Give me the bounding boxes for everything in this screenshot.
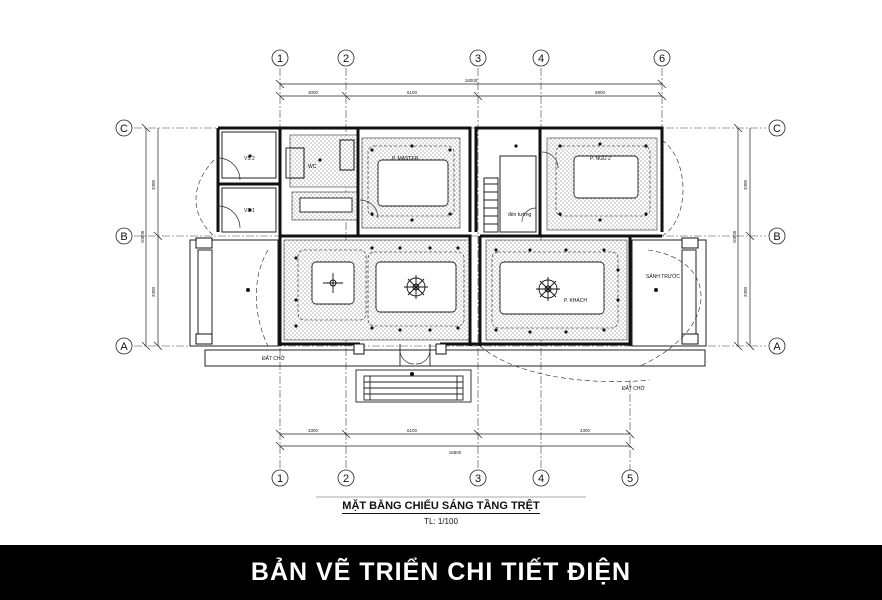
axis-bubble-left-a [115, 337, 133, 355]
wiring-arcs [195, 139, 702, 382]
axis-label-top-2: 2 [343, 53, 349, 65]
dim-bottom-2: 6100 [407, 428, 418, 433]
axis-label-bottom-3: 3 [475, 473, 481, 485]
axis-label-bottom-4: 4 [538, 473, 544, 485]
axis-label-top-1: 1 [277, 53, 283, 65]
dim-right-2: 3300 [743, 286, 748, 297]
caption-banner: BẢN VẼ TRIỂN CHI TIẾT ĐIỆN [0, 545, 882, 600]
dim-top-2: 6100 [407, 90, 418, 95]
floor-plan-drawing: 3000 6100 5800 18000 3300 6100 4300 1680… [0, 49, 882, 526]
drawing-scale: TL: 1/100 [424, 517, 458, 526]
axis-bubble-top-3 [469, 49, 487, 67]
chandelier-living-icon [404, 275, 428, 299]
axis-bubble-top-4 [532, 49, 550, 67]
axis-label-bottom-5: 5 [627, 473, 633, 485]
axis-bubble-top-2 [337, 49, 355, 67]
room-label-dat-cho-right: ĐẤT CHỜ [622, 385, 646, 392]
downlights [246, 142, 658, 376]
dim-bottom-3: 4300 [580, 428, 591, 433]
axis-label-left-a: A [120, 341, 128, 353]
room-label-vs1: VS 1 [244, 208, 255, 214]
axis-bubble-bottom-4 [532, 469, 550, 487]
axis-bubble-right-c [768, 119, 786, 137]
drawing-title: MẶT BẰNG CHIẾU SÁNG TẦNG TRỆT [0, 500, 882, 514]
axis-bubble-bottom-5 [621, 469, 639, 487]
axis-bubble-right-a [768, 337, 786, 355]
ceiling-fan-icon [323, 273, 343, 293]
room-label-p-master: P. MASTER [392, 156, 419, 162]
axis-bubble-left-b [115, 227, 133, 245]
drawing-title-text: MẶT BẰNG CHIẾU SÁNG TẦNG TRỆT [342, 500, 540, 514]
ceiling-panels [299, 155, 639, 315]
axis-bubble-top-6 [653, 49, 671, 67]
walls [216, 126, 664, 346]
room-label-p-ngu2: P. NGỦ 2 [590, 155, 611, 162]
axis-label-top-4: 4 [538, 53, 544, 65]
axis-label-right-c: C [773, 123, 781, 135]
axis-bubbles [115, 49, 786, 487]
axis-label-top-6: 6 [659, 53, 665, 65]
axis-label-bottom-2: 2 [343, 473, 349, 485]
room-label-sanh-truoc: SẢNH TRƯỚC [646, 273, 680, 280]
dim-bottom-total: 16800 [449, 450, 462, 455]
dim-right-1: 3300 [743, 179, 748, 190]
axis-label-right-a: A [773, 341, 781, 353]
dim-left-total: 10600 [140, 230, 145, 243]
dim-top-total: 18000 [465, 78, 478, 83]
chandelier-guest-icon [536, 277, 560, 301]
door-swings [217, 151, 559, 365]
room-label-dat-cho-left: ĐẤT CHỜ [262, 355, 286, 362]
chandelier-icons [323, 273, 560, 301]
entrance-steps [355, 344, 472, 403]
room-label-wall-light: đèn tường [508, 212, 532, 218]
axis-label-left-b: B [120, 231, 127, 243]
axis-label-right-b: B [773, 231, 780, 243]
dim-bottom-1: 3300 [308, 428, 319, 433]
column-pieces [195, 237, 699, 355]
axis-label-left-c: C [120, 123, 128, 135]
dim-right-total: 10600 [732, 230, 737, 243]
lighting-plan-svg: 3000 6100 5800 18000 3300 6100 4300 1680… [115, 49, 786, 498]
axis-label-bottom-1: 1 [277, 473, 283, 485]
axis-label-top-3: 3 [475, 53, 481, 65]
axis-bubble-top-1 [271, 49, 289, 67]
axis-bubble-bottom-3 [469, 469, 487, 487]
axis-bubble-left-c [115, 119, 133, 137]
axis-bubble-bottom-1 [271, 469, 289, 487]
axis-labels: 1 2 3 4 6 1 2 3 4 5 C B A C B A [120, 53, 781, 485]
thin-walls [221, 131, 537, 233]
caption-banner-text: BẢN VẼ TRIỂN CHI TIẾT ĐIỆN [250, 558, 632, 586]
room-label-p-khach: P. KHÁCH [564, 297, 587, 304]
dim-top-1: 3000 [308, 90, 319, 95]
dim-left-1: 3300 [151, 179, 156, 190]
room-labels: VS 2 VS 1 P. MASTER P. NGỦ 2 P. KHÁCH SẢ… [244, 155, 680, 392]
room-label-vs2: VS 2 [244, 156, 255, 162]
dim-left-2: 3300 [151, 286, 156, 297]
axis-bubble-right-b [768, 227, 786, 245]
room-label-wc: WC [308, 164, 317, 170]
dimension-lines [141, 79, 755, 451]
dimension-texts: 3000 6100 5800 18000 3300 6100 4300 1680… [140, 78, 748, 455]
dim-top-3: 5800 [595, 90, 606, 95]
axis-bubble-bottom-2 [337, 469, 355, 487]
